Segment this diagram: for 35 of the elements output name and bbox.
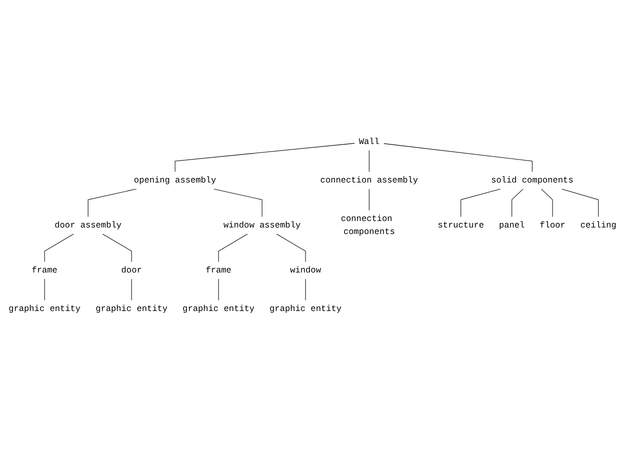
connector — [88, 188, 137, 218]
node-text: ceiling — [580, 220, 616, 230]
connector — [218, 234, 248, 262]
connector — [383, 143, 532, 172]
connector — [44, 234, 74, 262]
node-text: graphic entity — [8, 304, 81, 314]
node-text: floor — [540, 220, 566, 230]
node-text: window assembly — [223, 220, 301, 230]
node-text: graphic entity — [182, 304, 255, 314]
node-text: door — [121, 266, 142, 276]
connector — [368, 150, 370, 172]
connector — [540, 188, 553, 218]
node-text: solid components — [491, 176, 574, 186]
connector — [174, 143, 355, 172]
node-text: frame — [206, 266, 232, 276]
node-text: connection components — [340, 214, 395, 237]
connector — [213, 188, 262, 218]
node-text: graphic entity — [270, 304, 342, 314]
connector — [102, 234, 132, 262]
node-text: window — [290, 266, 321, 276]
node-text: structure — [438, 220, 484, 230]
connector — [44, 278, 45, 301]
node-text: connection assembly — [320, 176, 418, 186]
node-text: door assembly — [54, 220, 122, 230]
node-text: Wall — [358, 137, 380, 147]
connector — [368, 188, 370, 211]
node-text: panel — [498, 220, 525, 230]
connector — [276, 234, 306, 262]
connector — [460, 188, 501, 218]
node-text: frame — [32, 266, 58, 276]
node-text: opening assembly — [134, 176, 216, 186]
connector — [131, 278, 132, 301]
node-text: graphic entity — [96, 304, 168, 314]
connector — [561, 188, 599, 218]
connector — [512, 188, 524, 218]
